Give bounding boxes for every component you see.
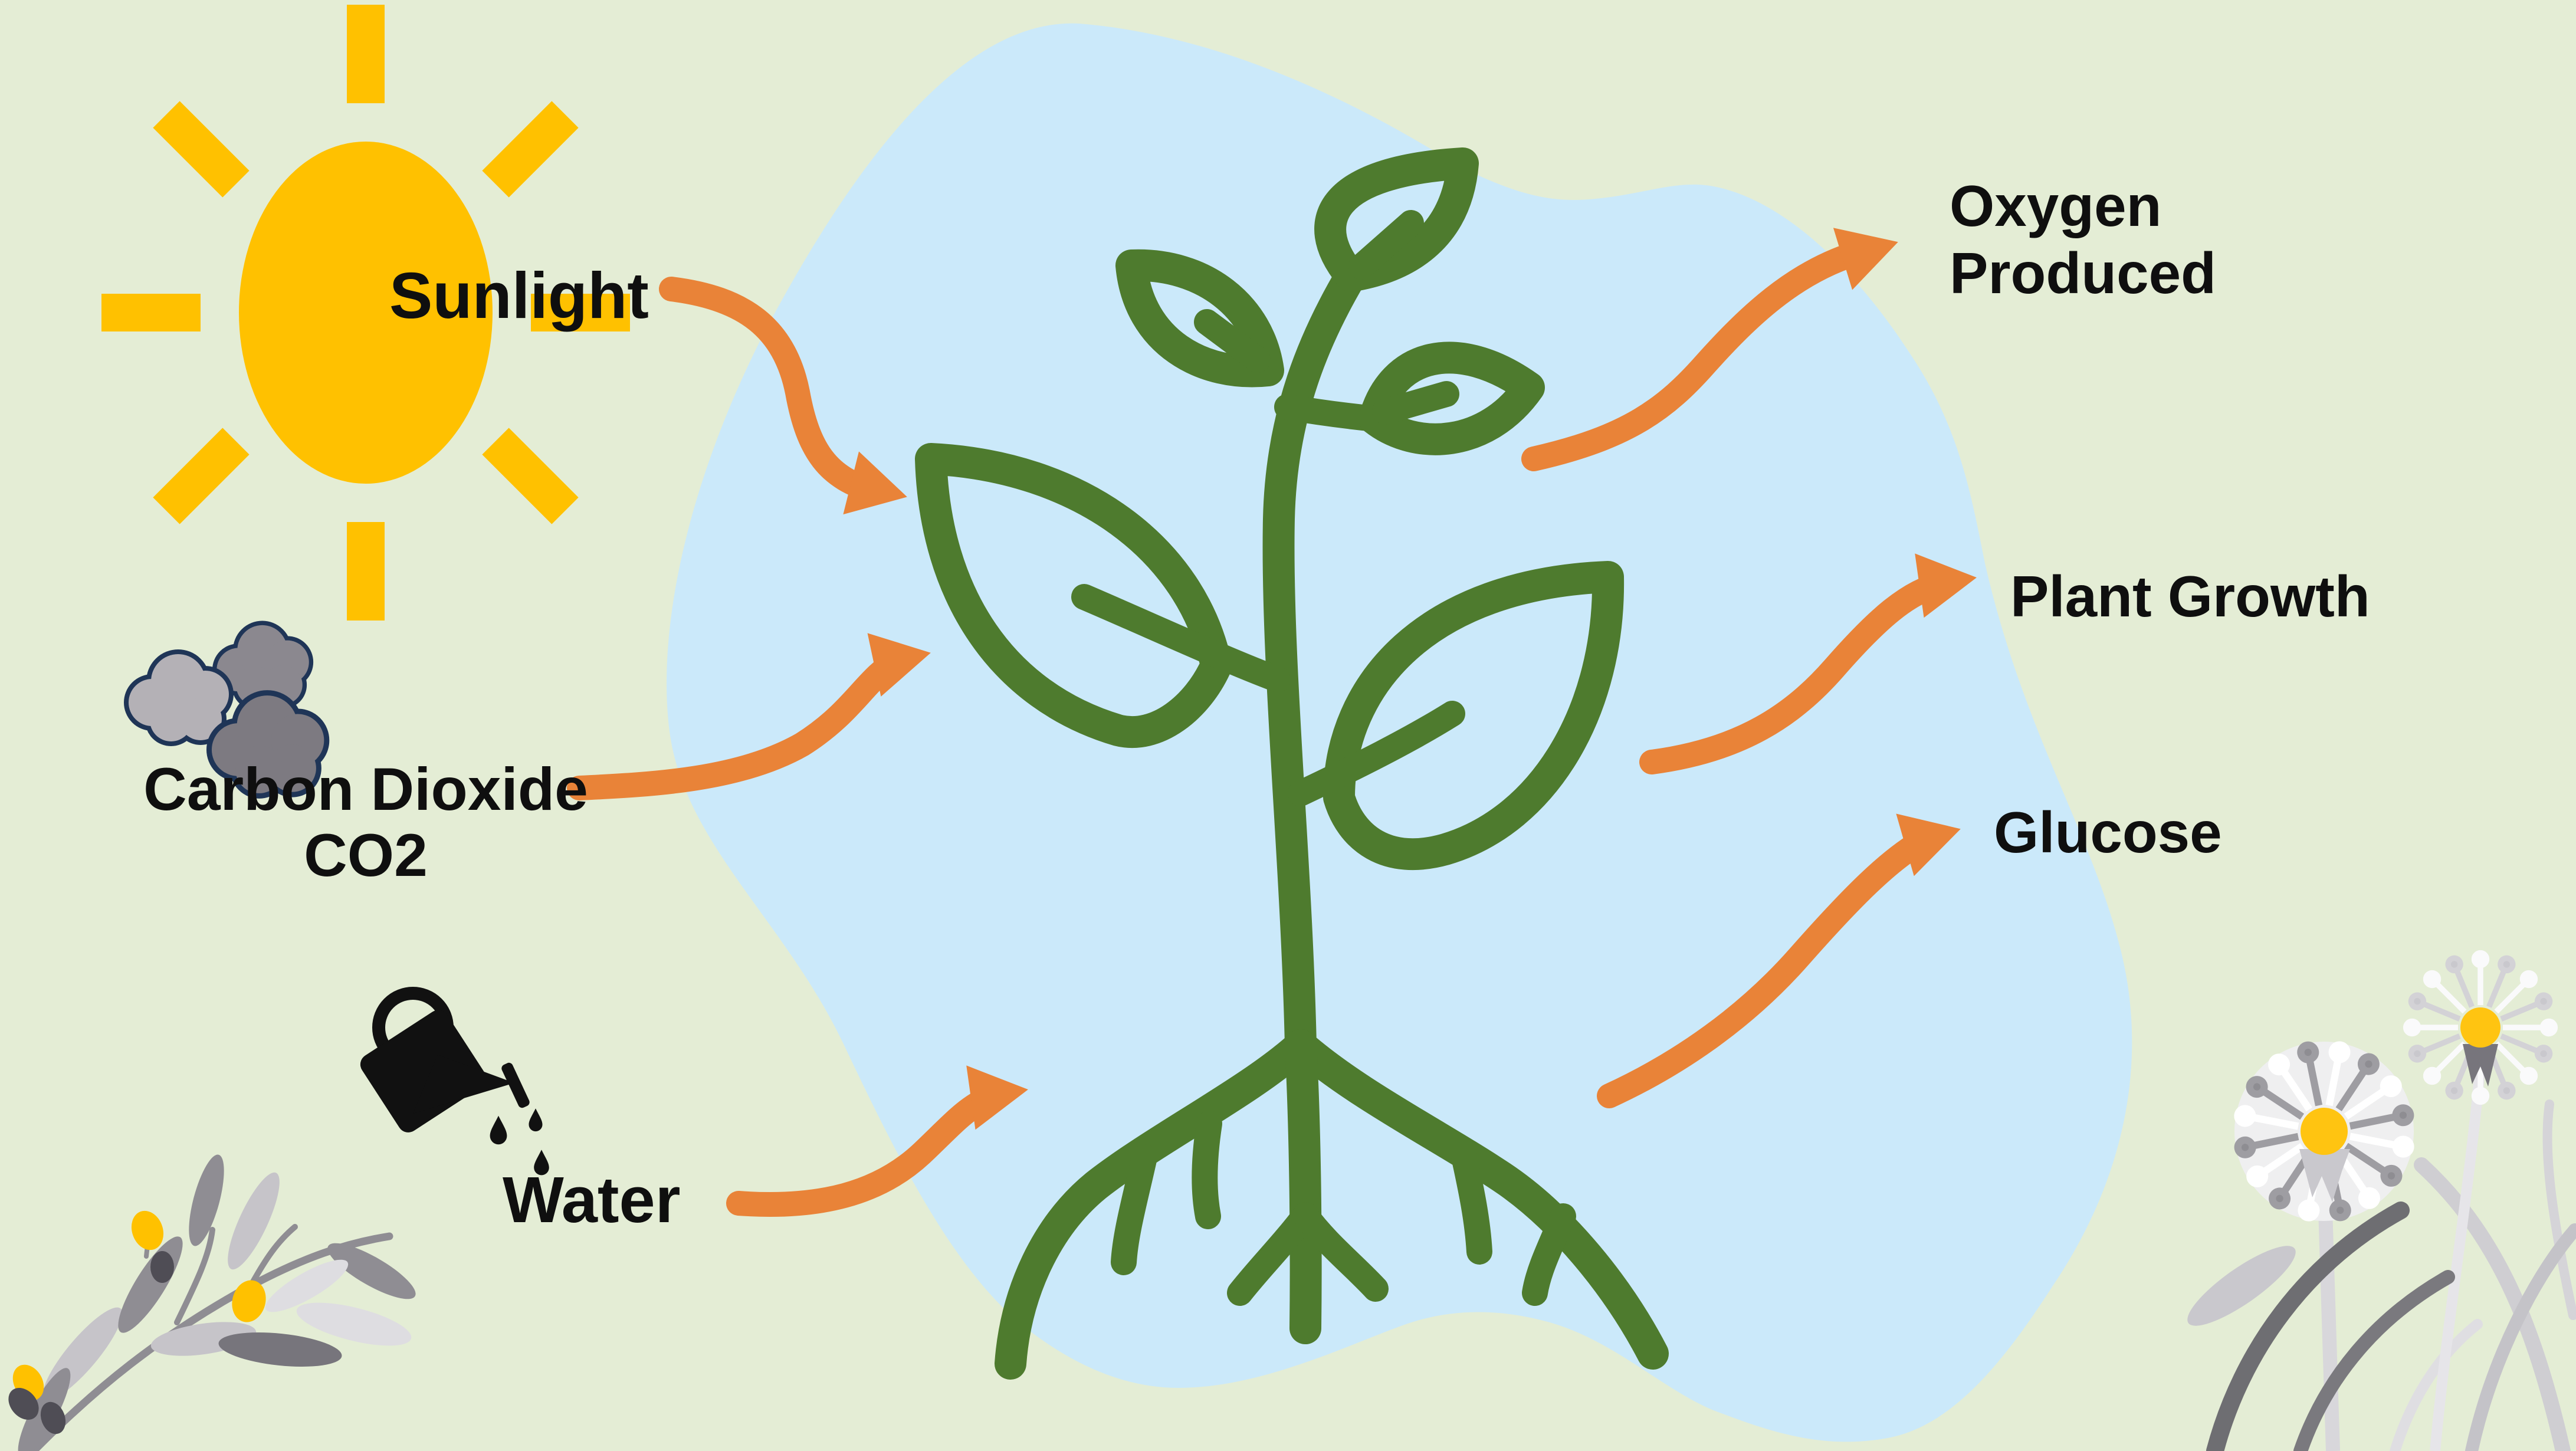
dandelion-big xyxy=(2187,1042,2455,1451)
label-oxygen-line2: Produced xyxy=(1950,240,2216,306)
label-carbon-dioxide: Carbon Dioxide CO2 xyxy=(103,756,628,889)
label-water: Water xyxy=(503,1164,681,1236)
watering-can-icon xyxy=(360,987,549,1176)
dandelion-small xyxy=(2406,953,2555,1451)
label-carbon-dioxide-line1: Carbon Dioxide xyxy=(143,756,588,823)
label-plant-growth: Plant Growth xyxy=(2010,564,2370,629)
grass-blades xyxy=(2390,1099,2576,1451)
sun-icon xyxy=(101,5,630,621)
label-sunlight: Sunlight xyxy=(389,260,649,332)
water-drops-icon xyxy=(490,1108,549,1176)
glucose-arrow xyxy=(1597,813,1961,1108)
water-arrow xyxy=(726,1065,1028,1217)
carbon-dioxide-arrow xyxy=(567,633,931,800)
olive-leaves xyxy=(18,1154,416,1451)
olives xyxy=(8,1210,266,1434)
oxygen-arrow xyxy=(1521,228,1898,471)
label-glucose: Glucose xyxy=(1994,800,2222,865)
plant-growth-arrow xyxy=(1639,553,1977,774)
label-oxygen-line1: Oxygen xyxy=(1950,173,2162,238)
label-carbon-dioxide-line2: CO2 xyxy=(304,822,428,889)
label-oxygen-produced: Oxygen Produced xyxy=(1950,173,2216,307)
dandelion-flowers-icon xyxy=(2187,953,2576,1451)
sunlight-arrow xyxy=(659,277,907,515)
olive-branch-icon xyxy=(8,1154,416,1451)
plant-seedling-icon xyxy=(915,147,1669,1380)
